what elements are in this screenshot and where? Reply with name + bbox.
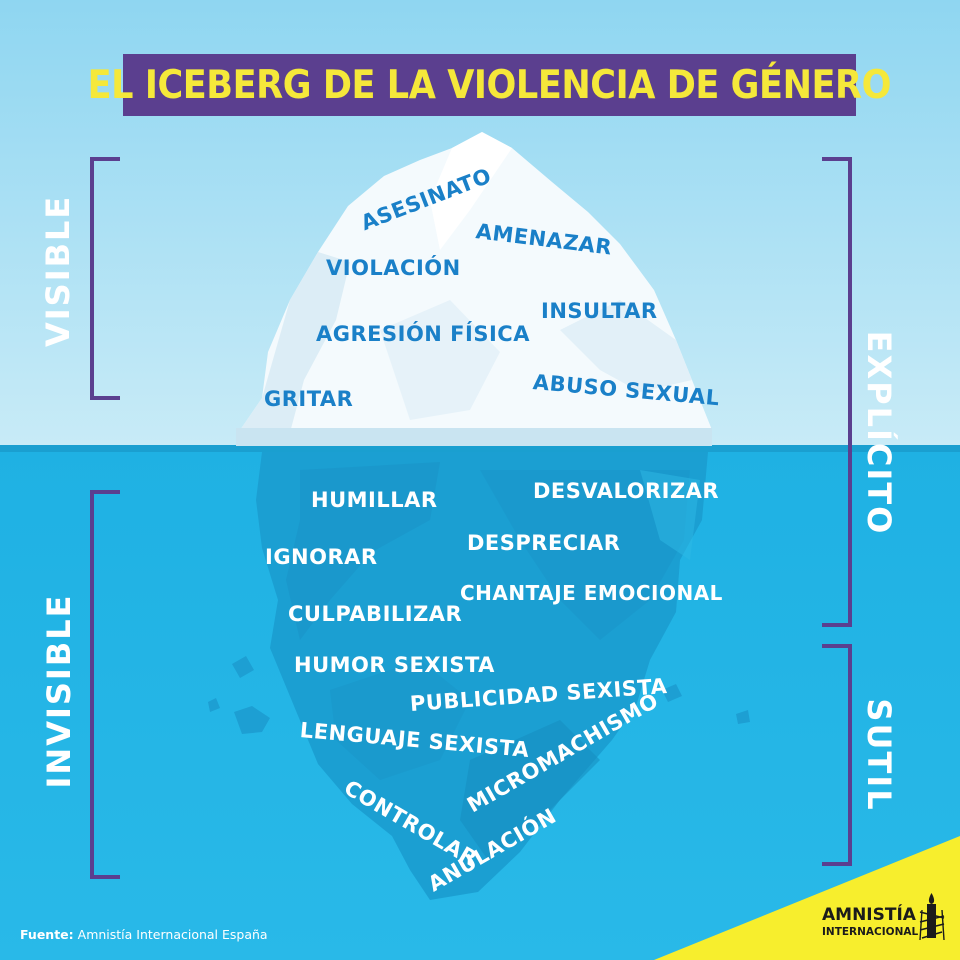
word-humillar: HUMILLAR — [311, 488, 438, 512]
waterline — [0, 445, 960, 452]
word-despreciar: DESPRECIAR — [467, 531, 621, 555]
explicit-label: EXPLÍCITO — [860, 330, 898, 536]
word-agresion-fisica: AGRESIÓN FÍSICA — [316, 322, 530, 346]
invisible-bracket — [90, 490, 120, 879]
word-chantaje-emocional: CHANTAJE EMOCIONAL — [460, 581, 723, 605]
word-humor-sexista: HUMOR SEXISTA — [294, 653, 495, 677]
page-title: EL ICEBERG DE LA VIOLENCIA DE GÉNERO — [87, 62, 892, 108]
subtle-bracket — [822, 644, 852, 866]
word-gritar: GRITAR — [264, 387, 354, 411]
source-note: Fuente: Amnistía Internacional España — [20, 927, 268, 942]
source-label: Fuente: — [20, 927, 74, 942]
visible-bracket — [90, 157, 120, 400]
word-violacion: VIOLACIÓN — [326, 256, 461, 280]
ice-fragment — [662, 684, 682, 702]
ice-fragment — [234, 706, 270, 734]
word-desvalorizar: DESVALORIZAR — [533, 479, 720, 503]
ice-fragment — [736, 710, 750, 724]
word-insultar: INSULTAR — [541, 299, 658, 323]
source-text: Amnistía Internacional España — [77, 927, 268, 942]
ice-fragment — [208, 698, 220, 712]
visible-label: VISIBLE — [39, 194, 77, 347]
underwater-iceberg — [256, 452, 708, 900]
explicit-bracket — [822, 157, 852, 627]
logo-line-1: AMNISTÍA — [822, 905, 916, 925]
word-ignorar: IGNORAR — [265, 545, 378, 569]
title-banner: EL ICEBERG DE LA VIOLENCIA DE GÉNERO — [88, 54, 892, 116]
visible-iceberg — [236, 132, 712, 446]
logo-line-2: INTERNACIONAL — [822, 926, 919, 938]
subtle-label: SUTIL — [860, 698, 898, 812]
invisible-label: INVISIBLE — [40, 593, 78, 789]
candle-in-barbed-wire-icon — [919, 893, 945, 941]
corner-triangle — [654, 836, 960, 960]
ice-fragment — [232, 656, 254, 678]
word-culpabilizar: CULPABILIZAR — [288, 602, 463, 626]
